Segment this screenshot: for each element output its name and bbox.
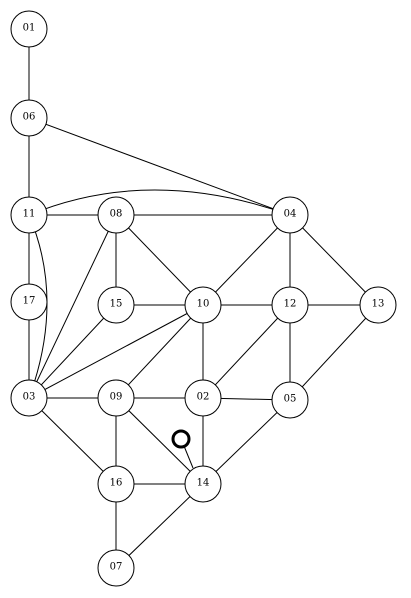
node-14: 14 bbox=[184, 465, 222, 503]
node-08: 08 bbox=[97, 196, 135, 234]
node-17: 17 bbox=[10, 283, 48, 321]
node-circle bbox=[10, 99, 48, 137]
edge-15-03 bbox=[28, 304, 117, 399]
node-label: 11 bbox=[23, 209, 36, 220]
node-16: 16 bbox=[97, 465, 135, 503]
node-label: 03 bbox=[23, 392, 36, 403]
node-circle bbox=[10, 379, 48, 417]
node-circle bbox=[359, 286, 397, 324]
marker-ring bbox=[171, 429, 191, 449]
node-06: 06 bbox=[10, 99, 48, 137]
node-label: 02 bbox=[197, 392, 210, 403]
node-07: 07 bbox=[97, 549, 135, 587]
node-label: 12 bbox=[284, 299, 297, 310]
edge-14-07 bbox=[115, 483, 204, 569]
edge-04-10 bbox=[202, 214, 291, 306]
edge-09-14 bbox=[115, 397, 204, 485]
node-circle bbox=[97, 549, 135, 587]
node-04: 04 bbox=[271, 196, 309, 234]
marker-stem bbox=[183, 445, 194, 469]
edge-13-05 bbox=[289, 304, 379, 401]
node-05: 05 bbox=[271, 381, 309, 419]
node-label: 04 bbox=[284, 209, 297, 220]
node-label: 01 bbox=[23, 23, 36, 34]
node-label: 07 bbox=[110, 562, 123, 573]
edge-08-10 bbox=[115, 214, 204, 306]
node-label: 05 bbox=[284, 394, 297, 405]
node-label: 14 bbox=[197, 478, 210, 489]
node-13: 13 bbox=[359, 286, 397, 324]
node-circle bbox=[184, 465, 222, 503]
node-label: 10 bbox=[197, 299, 210, 310]
node-label: 15 bbox=[110, 299, 123, 310]
node-03: 03 bbox=[10, 379, 48, 417]
edge-08-03 bbox=[28, 214, 117, 399]
edge-10-03 bbox=[28, 304, 204, 399]
edge-04-13 bbox=[289, 214, 379, 306]
edge-12-02 bbox=[202, 304, 291, 399]
node-circle bbox=[271, 286, 309, 324]
node-circle bbox=[97, 465, 135, 503]
node-11: 11 bbox=[10, 196, 48, 234]
node-01: 01 bbox=[10, 10, 48, 48]
node-09: 09 bbox=[97, 379, 135, 417]
node-02: 02 bbox=[184, 379, 222, 417]
node-label: 17 bbox=[23, 296, 36, 307]
edge-03-16 bbox=[28, 397, 117, 485]
node-circle bbox=[97, 379, 135, 417]
node-label: 09 bbox=[110, 392, 123, 403]
nodes-layer: 01 06 11 08 04 17 15 10 12 13 03 09 02 05 16 14 07 bbox=[10, 10, 397, 587]
node-label: 08 bbox=[110, 209, 123, 220]
node-label: 16 bbox=[110, 478, 123, 489]
node-10: 10 bbox=[184, 286, 222, 324]
node-circle bbox=[97, 286, 135, 324]
edge-06-04 bbox=[28, 117, 291, 216]
node-15: 15 bbox=[97, 286, 135, 324]
node-circle bbox=[271, 381, 309, 419]
node-label: 13 bbox=[372, 299, 385, 310]
node-circle bbox=[271, 196, 309, 234]
node-circle bbox=[97, 196, 135, 234]
node-circle bbox=[10, 196, 48, 234]
node-circle bbox=[10, 283, 48, 321]
node-circle bbox=[184, 379, 222, 417]
node-12: 12 bbox=[271, 286, 309, 324]
node-circle bbox=[10, 10, 48, 48]
edge-05-14 bbox=[202, 399, 291, 485]
node-circle bbox=[184, 286, 222, 324]
node-label: 06 bbox=[23, 112, 36, 123]
edge-10-09 bbox=[115, 304, 204, 399]
edge-11-04 bbox=[28, 189, 291, 216]
